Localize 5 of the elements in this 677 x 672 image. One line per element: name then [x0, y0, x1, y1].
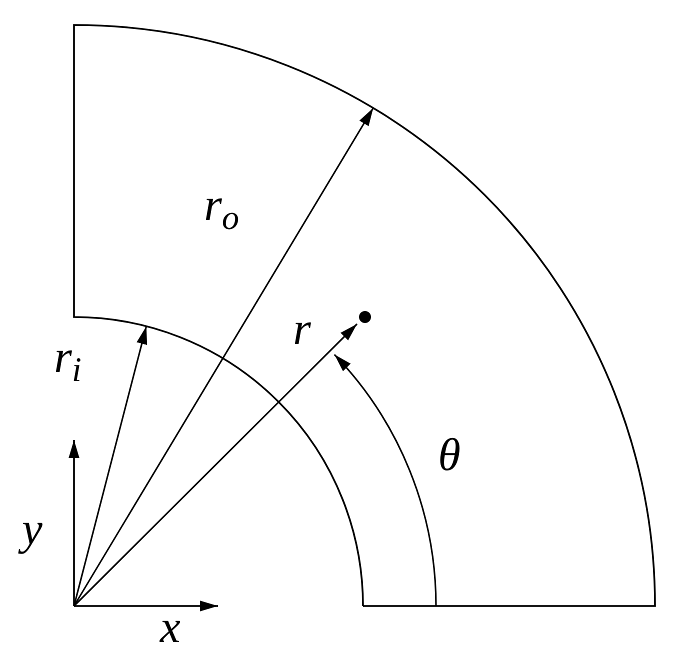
- outer-radius-label: r$_{o}$: [204, 182, 240, 228]
- radius-label: r: [293, 306, 311, 352]
- angle-label: θ: [438, 432, 461, 478]
- inner-radius-label: r$_{i}$: [54, 334, 82, 380]
- x-axis-label: x: [160, 604, 180, 650]
